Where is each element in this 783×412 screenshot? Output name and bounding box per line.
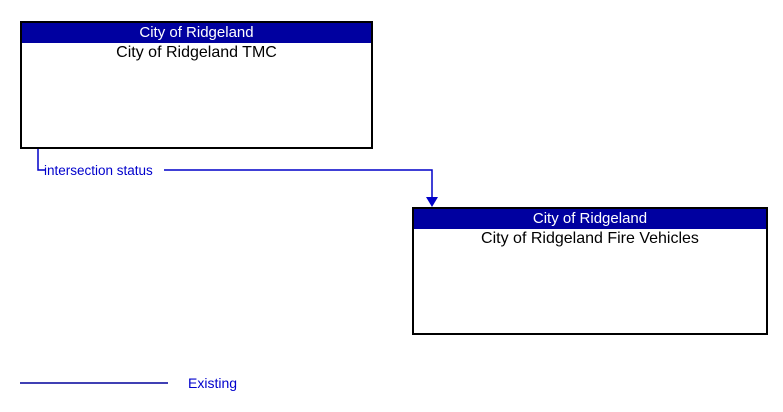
entity-box-tmc[interactable]: City of Ridgeland City of Ridgeland TMC: [20, 21, 373, 149]
flow-label-intersection-status[interactable]: intersection status: [44, 163, 153, 178]
entity-box-fire-vehicles[interactable]: City of Ridgeland City of Ridgeland Fire…: [412, 207, 768, 335]
flow-line-start-segment: [37, 149, 45, 171]
legend-label-existing: Existing: [188, 375, 238, 391]
arrowhead-down-icon: [426, 197, 438, 207]
entity-title-fire-vehicles: City of Ridgeland Fire Vehicles: [481, 230, 699, 247]
flow-line-main-segment: [164, 169, 433, 199]
entity-header-fire-vehicles: City of Ridgeland: [414, 209, 766, 229]
entity-header-tmc: City of Ridgeland: [22, 23, 371, 43]
entity-title-tmc: City of Ridgeland TMC: [116, 44, 277, 61]
